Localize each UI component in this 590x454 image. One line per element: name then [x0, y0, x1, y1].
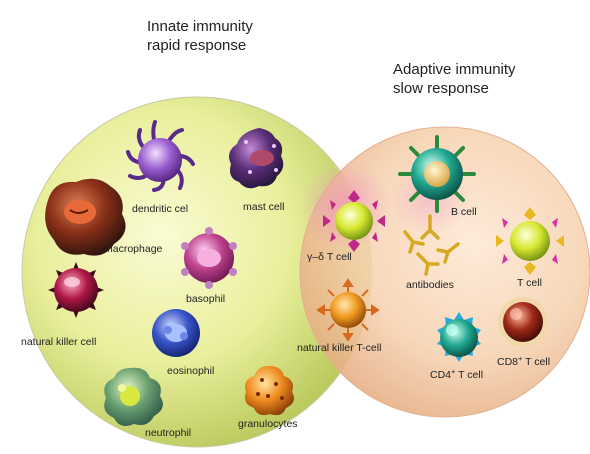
natural-killer-cell-icon	[48, 262, 104, 318]
mast-cell-label: mast cell	[243, 201, 284, 213]
dendritic-cell-label: dendritic cel	[132, 203, 188, 215]
natural-killer-t-cell-icon	[316, 278, 380, 342]
innate-heading-line1: Innate immunity	[147, 18, 253, 35]
adaptive-heading-line2: slow response	[393, 80, 489, 97]
granulocytes-icon	[245, 366, 294, 416]
b-cell-icon	[398, 135, 476, 213]
cd8-t-cell-label: CD8+ T cell	[497, 354, 550, 368]
eosinophil-icon	[152, 309, 200, 357]
granulocytes-label: granulocytes	[238, 418, 298, 430]
cd4-label-base: CD4	[430, 369, 451, 381]
gamma-delta-t-cell-icon	[323, 190, 385, 252]
eosinophil-label: eosinophil	[167, 365, 214, 377]
cd8-label-sup: +	[518, 354, 523, 363]
t-cell-icon	[496, 207, 564, 275]
antibodies-label: antibodies	[406, 279, 454, 291]
adaptive-heading-line1: Adaptive immunity	[393, 61, 516, 78]
cd8-label-base: CD8	[497, 356, 518, 368]
cd8-t-cell-icon	[498, 297, 548, 347]
natural-killer-t-cell-label: natural killer T-cell	[297, 342, 381, 354]
neutrophil-icon	[104, 367, 163, 426]
gamma-delta-t-cell-label: γ–δ T cell	[307, 251, 352, 263]
basophil-icon	[181, 227, 237, 289]
cd4-label-rest: T cell	[455, 369, 483, 381]
cd4-label-sup: +	[451, 367, 456, 376]
antibodies-icon	[403, 214, 460, 276]
neutrophil-label: neutrophil	[145, 427, 191, 439]
macrophage-icon	[45, 178, 126, 256]
mast-cell-icon	[229, 128, 284, 189]
cd8-label-rest: T cell	[522, 356, 550, 368]
innate-immunity-heading: Innate immunity rapid response	[147, 17, 253, 55]
t-cell-label: T cell	[517, 277, 542, 289]
natural-killer-cell-label: natural killer cell	[21, 336, 96, 348]
cd4-t-cell-icon	[437, 312, 481, 362]
adaptive-immunity-heading: Adaptive immunity slow response	[393, 60, 516, 98]
basophil-label: basophil	[186, 293, 225, 305]
macrophage-label: macrophage	[104, 243, 163, 255]
innate-heading-line2: rapid response	[147, 37, 247, 54]
dendritic-cell-icon	[126, 120, 195, 192]
b-cell-label: B cell	[451, 206, 477, 218]
cd4-t-cell-label: CD4+ T cell	[430, 367, 483, 381]
